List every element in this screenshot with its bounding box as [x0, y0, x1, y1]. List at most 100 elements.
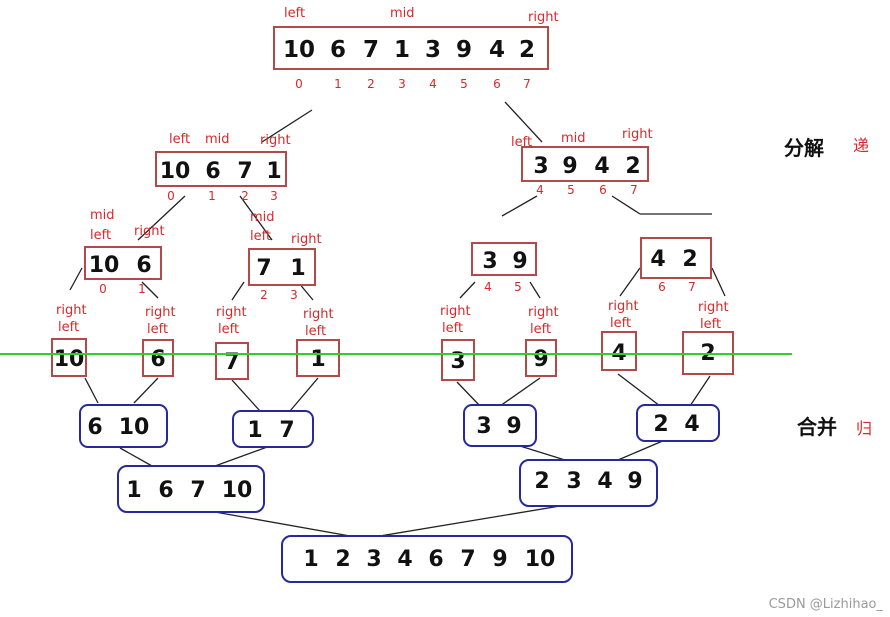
array-value: 2 [682, 247, 697, 272]
array-value: 6 [158, 478, 173, 503]
array-value: 10 [222, 478, 253, 503]
left-pointer-label: left [58, 320, 79, 335]
right-pointer-label: right [56, 303, 87, 318]
array-value: 6 [428, 547, 443, 572]
array-value: 9 [456, 37, 472, 63]
index-label: 2 [241, 189, 249, 203]
array-value: 10 [119, 415, 150, 440]
array-value: 9 [512, 249, 527, 274]
array-value: 1 [303, 547, 318, 572]
right-pointer-label: right [216, 305, 247, 320]
index-label: 6 [493, 77, 501, 91]
array-value: 1 [310, 347, 325, 372]
array-value: 3 [425, 37, 441, 63]
left-pointer-label: left [90, 228, 111, 243]
left-pointer-label: left [511, 135, 532, 150]
level1-right-box [521, 146, 649, 182]
index-label: 2 [260, 288, 268, 302]
array-value: 2 [625, 154, 640, 179]
index-label: 5 [567, 183, 575, 197]
merged-pair-box [636, 404, 720, 442]
sorted-result-values: 1 2 3 4 6 7 9 10 [303, 547, 555, 572]
left-pointer-label: left [218, 322, 239, 337]
level2-box-2 [248, 248, 316, 286]
leaf-pointer-labels: right left right left right left right l… [56, 299, 729, 339]
left-pointer-label: left [284, 6, 305, 21]
array-value: 10 [525, 547, 556, 572]
array-value: 4 [684, 412, 699, 437]
merge-connectors [84, 373, 711, 537]
index-label: 4 [429, 77, 437, 91]
array-value: 3 [476, 414, 491, 439]
left-pointer-label: left [442, 321, 463, 336]
left-pointer-label: left [610, 316, 631, 331]
leaf-box [51, 338, 87, 377]
array-value: 2 [335, 547, 350, 572]
array-value: 10 [89, 253, 120, 278]
right-pointer-label: right [622, 127, 653, 142]
index-label: 7 [688, 280, 696, 294]
array-value: 2 [519, 37, 535, 63]
level1-right-indices: 4 5 6 7 [536, 183, 638, 197]
index-label: 2 [367, 77, 375, 91]
left-pointer-label: left [305, 324, 326, 339]
leaf-box [296, 339, 340, 377]
leaf-box [601, 331, 637, 371]
left-pointer-label: left [700, 317, 721, 332]
leaf-box [215, 342, 249, 380]
index-label: 0 [295, 77, 303, 91]
left-pointer-label: left [530, 322, 551, 337]
level1-left-box [155, 151, 287, 187]
merged-pair-box [79, 404, 168, 448]
mid-pointer-label: mid [90, 208, 115, 223]
sorted-result-box [281, 535, 573, 583]
root-indices: 0 1 2 3 4 5 6 7 [295, 77, 531, 91]
leaf-box [525, 339, 557, 377]
merge-phase-title: 合并 [797, 415, 837, 439]
array-value: 4 [594, 154, 609, 179]
array-value: 1 [247, 418, 262, 443]
array-value: 3 [482, 249, 497, 274]
array-value: 9 [492, 547, 507, 572]
index-label: 6 [599, 183, 607, 197]
index-label: 5 [460, 77, 468, 91]
array-value: 3 [450, 349, 465, 374]
index-label: 1 [138, 282, 146, 296]
merged-half-box [519, 459, 658, 507]
level2-box-3 [471, 242, 537, 276]
index-label: 5 [514, 280, 522, 294]
array-value: 9 [506, 414, 521, 439]
right-pointer-label: right [145, 305, 176, 320]
mid-pointer-label: mid [390, 6, 415, 21]
array-value: 7 [190, 478, 205, 503]
mid-pointer-label: mid [205, 132, 230, 147]
array-value: 4 [489, 37, 505, 63]
array-value: 6 [136, 253, 151, 278]
right-pointer-label: right [608, 299, 639, 314]
right-pointer-label: right [303, 307, 334, 322]
array-value: 7 [237, 159, 252, 184]
left-pointer-label: left [147, 322, 168, 337]
array-value: 9 [562, 154, 577, 179]
right-pointer-label: right [134, 224, 165, 239]
index-label: 4 [536, 183, 544, 197]
array-value: 7 [460, 547, 475, 572]
index-label: 7 [630, 183, 638, 197]
right-pointer-label: right [528, 305, 559, 320]
level1-right-values: 3 9 4 2 [533, 154, 640, 179]
right-pointer-label: right [698, 300, 729, 315]
split-phase-tag: 递 [853, 136, 869, 155]
index-label: 3 [398, 77, 406, 91]
merge-phase-tag: 归 [856, 419, 872, 438]
left-pointer-label: left [169, 132, 190, 147]
index-label: 0 [167, 189, 175, 203]
array-value: 9 [627, 469, 642, 494]
level2-box-4 [640, 237, 712, 279]
index-label: 0 [99, 282, 107, 296]
merged-pair-box [463, 404, 537, 447]
level1-left-indices: 0 1 2 3 [167, 189, 278, 203]
array-value: 7 [363, 37, 379, 63]
array-value: 10 [54, 347, 85, 372]
root-array-box [273, 26, 549, 70]
